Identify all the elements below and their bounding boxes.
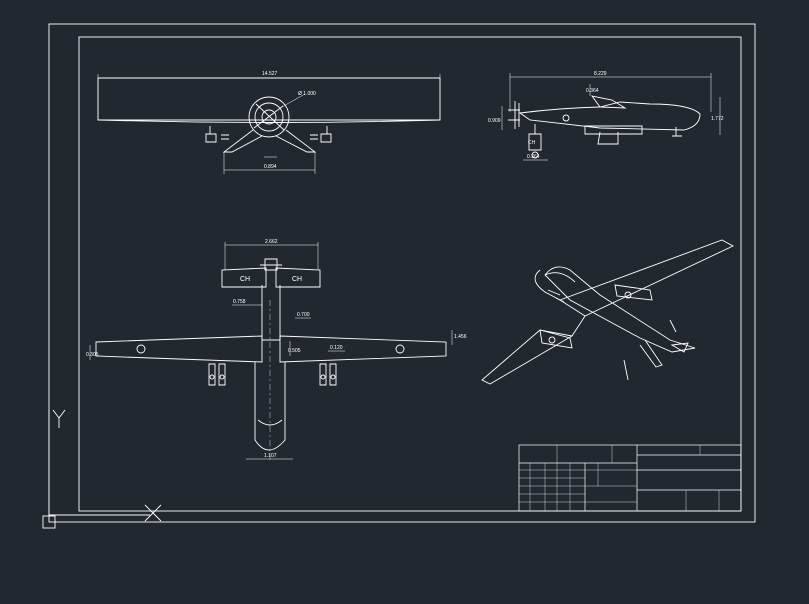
dim-top-wing-mid: 0.700 <box>297 312 310 318</box>
dim-side-height: 1.772 <box>711 116 724 122</box>
dim-side-left-height: 0.909 <box>488 118 501 124</box>
dim-side-length: 8.229 <box>594 71 607 77</box>
side-marking: CH <box>528 140 536 146</box>
dim-top-wing-tip-left: 0.305 <box>86 352 99 358</box>
isometric-view <box>481 239 734 385</box>
dim-top-wing-tip-right: 0.505 <box>288 348 301 354</box>
dim-top-fuselage: 1.107 <box>264 453 277 459</box>
dim-front-span: 14.527 <box>262 71 278 77</box>
top-view <box>89 242 453 460</box>
front-view <box>97 74 441 174</box>
tail-marking-left: CH <box>240 276 250 283</box>
dim-top-wing-chord: 1.456 <box>454 334 467 340</box>
dim-top-tail-span: 2.662 <box>265 239 278 245</box>
dim-top-wing-right: 0.120 <box>330 345 343 351</box>
inner-drawing-frame <box>78 36 742 512</box>
title-block <box>518 444 742 512</box>
side-view <box>501 73 721 161</box>
outer-sheet-border <box>48 23 756 523</box>
dim-side-gear-lower: 0.364 <box>527 154 540 160</box>
dim-side-gear: 0.364 <box>586 88 599 94</box>
tail-marking-right: CH <box>292 276 302 283</box>
dim-top-stab: 0.758 <box>233 299 246 305</box>
ucs-icon <box>42 409 162 529</box>
dim-front-tail: 0.894 <box>264 164 277 170</box>
dim-front-prop-dia: Ø 1.000 <box>298 91 316 97</box>
